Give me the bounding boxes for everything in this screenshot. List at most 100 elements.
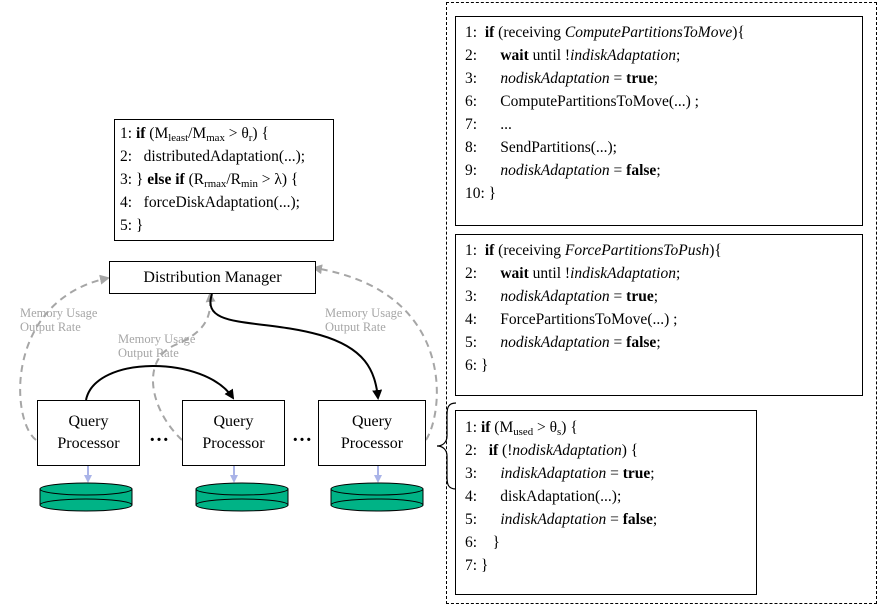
code-line: 3: indiskAdaptation = true; — [465, 462, 756, 485]
code-line: 6: ComputePartitionsToMove(...) ; — [465, 90, 862, 113]
code-token: ; — [653, 70, 659, 87]
code-line: 1: if (Mleast/Mmax > θr) { — [120, 122, 333, 145]
code-line: 2: wait until !indiskAdaptation; — [465, 262, 862, 285]
code-token: 5: } — [120, 217, 144, 234]
compute-code-lines: 1: if (receiving ComputePartitionsToMove… — [465, 21, 862, 205]
memory-usage-label-right: Memory Usage Output Rate — [325, 306, 402, 334]
code-token: indiskAdaptation — [500, 465, 607, 482]
label-line: Output Rate — [325, 320, 386, 334]
code-token: 8: SendPartitions(...); — [465, 139, 617, 156]
code-token: (receiving — [494, 24, 565, 41]
code-token: false — [626, 162, 657, 179]
code-token: indiskAdaptation — [570, 47, 676, 64]
code-token: 3: — [465, 70, 501, 87]
manager-code-lines: 1: if (Mleast/Mmax > θr) { 2: distributed… — [120, 122, 333, 237]
code-line: 5: } — [120, 214, 333, 237]
qp-label-line2: Processor — [340, 435, 404, 452]
code-token: ForcePartitionsToPush — [564, 242, 710, 259]
code-token: 4: diskAdaptation(...); — [465, 488, 622, 505]
code-token: = — [609, 162, 627, 179]
code-token: rmax — [204, 178, 227, 190]
code-token: true — [622, 465, 651, 482]
code-line: 2: wait until !indiskAdaptation; — [465, 44, 862, 67]
code-token: 1: — [465, 242, 485, 259]
code-token: if — [488, 442, 499, 459]
code-token: else if — [147, 171, 185, 188]
code-token: 2: — [465, 47, 501, 64]
qp-label-line2: Processor — [57, 435, 120, 452]
code-token: 6: } — [465, 357, 489, 374]
code-token: wait — [500, 47, 529, 64]
code-token: (M — [490, 419, 514, 436]
brace-to-disk-code — [436, 402, 457, 490]
partition-arrow-qp1-to-qp2 — [85, 365, 235, 401]
code-token: ){ — [709, 242, 722, 259]
code-token: ; — [656, 334, 661, 351]
code-token: ; — [656, 162, 661, 179]
code-line: 3: nodiskAdaptation = true; — [465, 285, 862, 308]
qp-label-line1: Query — [352, 413, 392, 430]
processor-code-region — [446, 2, 877, 604]
code-token: min — [241, 178, 258, 190]
disk-3 — [330, 482, 424, 512]
code-line: 1: if (Mused > θs) { — [465, 416, 756, 439]
code-token: 5: — [465, 511, 501, 528]
code-token: nodiskAdaptation — [500, 334, 610, 351]
code-token: (M — [145, 125, 169, 142]
label-line: Memory Usage — [118, 332, 196, 346]
code-token: ){ — [732, 24, 745, 41]
code-token: false — [622, 511, 653, 528]
label-line: Memory Usage — [325, 306, 403, 320]
label-line: Output Rate — [20, 320, 81, 334]
code-token: used — [513, 426, 534, 438]
code-line: 3: nodiskAdaptation = true; — [465, 67, 862, 90]
code-token: 3: — [465, 288, 501, 305]
feedback-arrow-left — [19, 274, 110, 441]
query-processor-2: Query Processor — [182, 400, 285, 466]
code-token: if — [484, 24, 495, 41]
code-token: = — [609, 334, 627, 351]
code-token: 2: distributedAdaptation(...); — [120, 148, 306, 165]
code-token: 7: } — [465, 557, 489, 574]
code-token: (R — [184, 171, 205, 188]
code-token: ) { — [561, 419, 578, 436]
code-token: > θ — [533, 419, 558, 436]
code-token: (! — [498, 442, 513, 459]
code-token: 2: — [465, 265, 501, 282]
code-token: 1: — [120, 125, 136, 142]
disk-adaptation-code-box: 1: if (Mused > θs) {2: if (!nodiskAdapta… — [455, 410, 757, 595]
code-line: 4: forceDiskAdaptation(...); — [120, 191, 333, 214]
force-partitions-code-box: 1: if (receiving ForcePartitionsToPush){… — [455, 234, 863, 396]
code-token: until ! — [528, 265, 571, 282]
feedback-arrow-right — [312, 264, 438, 441]
disk-code-lines: 1: if (Mused > θs) {2: if (!nodiskAdapta… — [465, 416, 756, 577]
code-token: if — [135, 125, 146, 142]
memory-usage-label-left: Memory Usage Output Rate — [20, 306, 97, 334]
ellipsis-1: … — [149, 424, 170, 446]
qp-label-line1: Query — [68, 413, 109, 430]
code-token: 1: — [465, 419, 481, 436]
code-token: ; — [676, 265, 681, 282]
code-token: ; — [653, 288, 659, 305]
code-line: 4: ForcePartitionsToMove(...) ; — [465, 308, 862, 331]
memory-usage-label-middle: Memory Usage Output Rate — [118, 332, 195, 360]
code-token: nodiskAdaptation — [512, 442, 622, 459]
code-line: 1: if (receiving ForcePartitionsToPush){ — [465, 239, 862, 262]
code-line: 5: nodiskAdaptation = false; — [465, 331, 862, 354]
code-token: ) { — [252, 125, 269, 142]
code-token: if — [480, 419, 491, 436]
code-token: ; — [650, 465, 655, 482]
code-line: 2: distributedAdaptation(...); — [120, 145, 333, 168]
code-token: 7: ... — [465, 116, 512, 133]
code-token: 4: forceDiskAdaptation(...); — [120, 194, 300, 211]
compute-partitions-code-box: 1: if (receiving ComputePartitionsToMove… — [455, 16, 863, 226]
code-token: ; — [652, 511, 658, 528]
code-token: nodiskAdaptation — [500, 288, 610, 305]
code-line: 6: } — [465, 354, 862, 377]
code-token: ComputePartitionsToMove — [564, 24, 733, 41]
code-token: r — [248, 132, 253, 144]
code-line: 9: nodiskAdaptation = false; — [465, 159, 862, 182]
code-token: 10: } — [465, 185, 497, 202]
code-token: /R — [226, 171, 242, 188]
